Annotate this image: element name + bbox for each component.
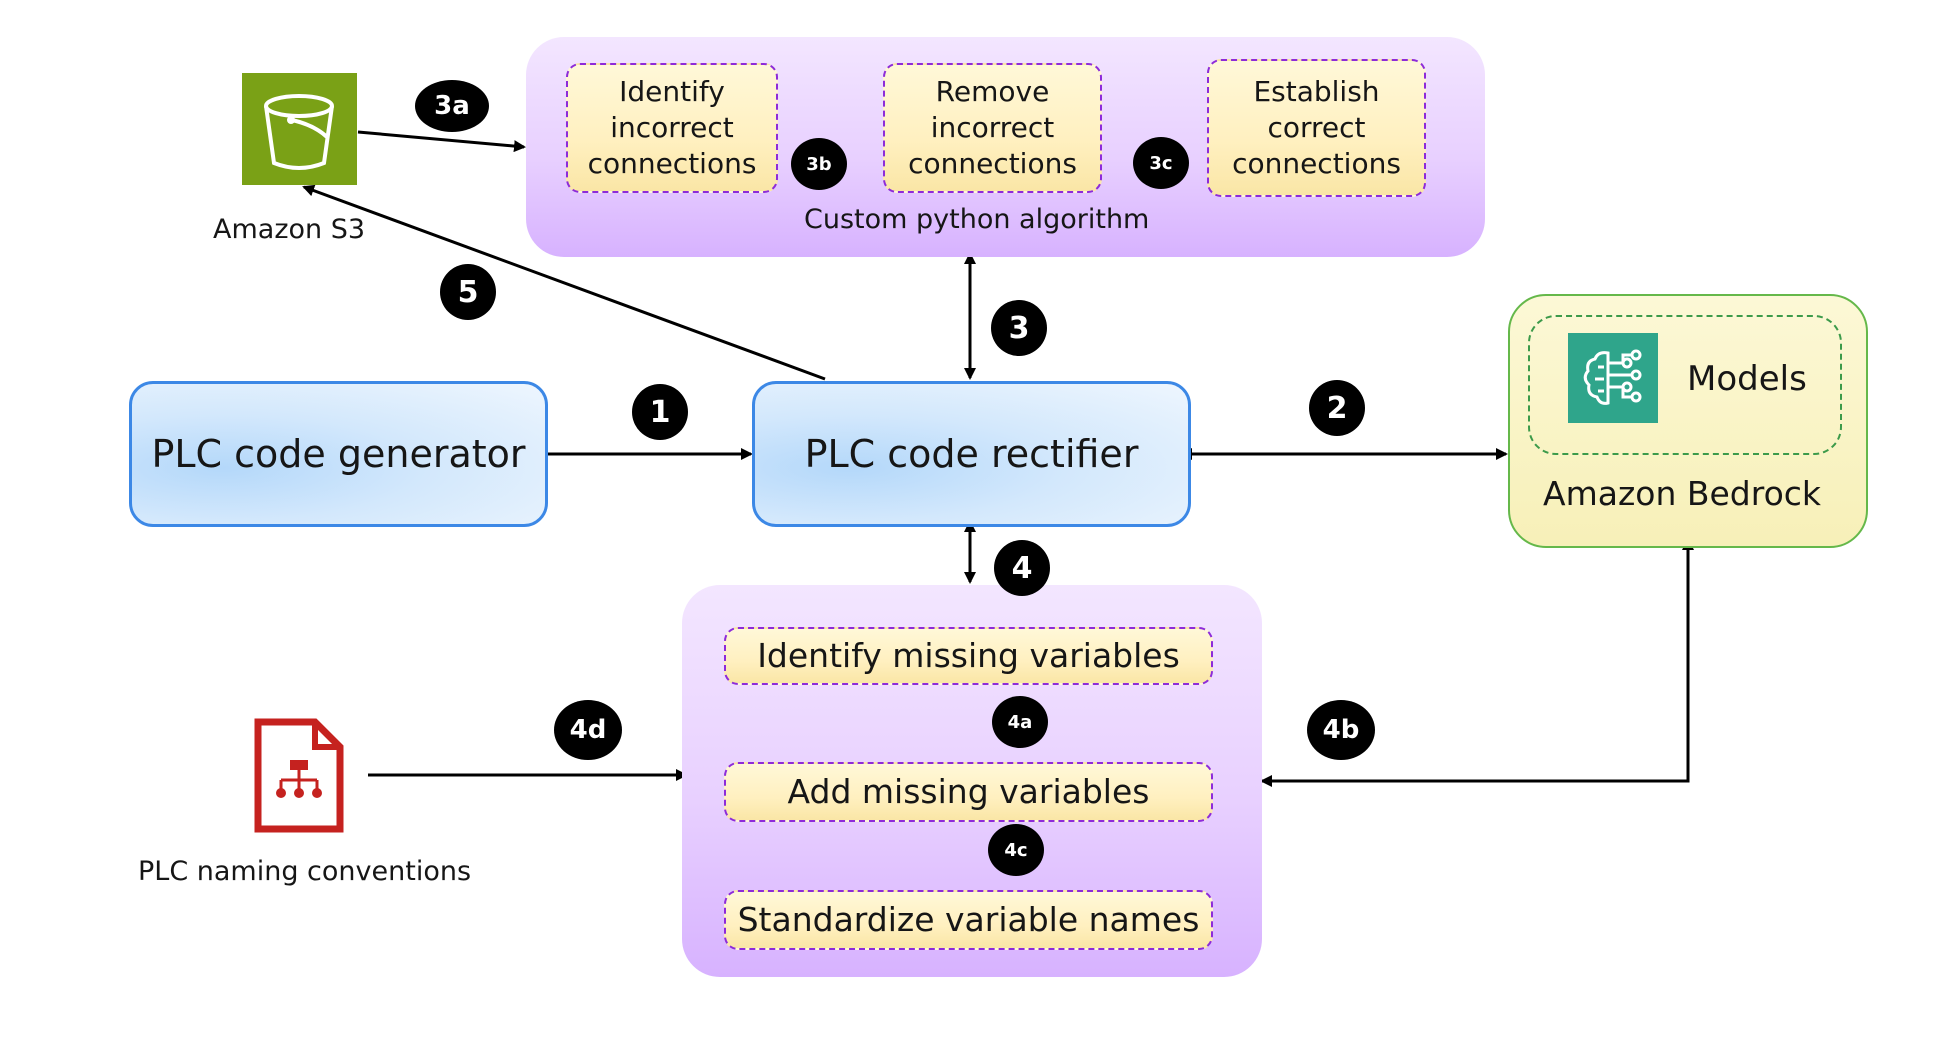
var-step-add: Add missing variables xyxy=(724,762,1213,822)
var-step-standardize: Standardize variable names xyxy=(724,890,1213,950)
var-step-identify: Identify missing variables xyxy=(724,627,1213,685)
plc-code-generator: PLC code generator xyxy=(129,381,548,527)
badge-3b: 3b xyxy=(791,138,847,190)
badge-2: 2 xyxy=(1309,380,1365,436)
algorithm-caption: Custom python algorithm xyxy=(804,204,1150,235)
badge-4b: 4b xyxy=(1307,700,1375,760)
arrow-3a xyxy=(357,130,526,153)
algo-step-establish: Establish correct connections xyxy=(1207,59,1426,197)
amazon-bedrock-label: Amazon Bedrock xyxy=(1543,474,1822,513)
algo-step-identify: Identify incorrect connections xyxy=(566,63,778,193)
arrow-5 xyxy=(302,184,826,381)
badge-4a: 4a xyxy=(992,696,1048,748)
badge-3a: 3a xyxy=(415,80,489,132)
naming-document-icon xyxy=(253,717,345,834)
badge-1: 1 xyxy=(632,384,688,440)
bedrock-models-icon xyxy=(1568,333,1658,423)
badge-4c: 4c xyxy=(988,824,1044,876)
plc-code-rectifier: PLC code rectifier xyxy=(752,381,1191,527)
s3-bucket-icon xyxy=(242,73,357,185)
badge-4d: 4d xyxy=(554,700,622,760)
naming-label: PLC naming conventions xyxy=(138,856,472,887)
badge-5: 5 xyxy=(440,264,496,320)
badge-3c: 3c xyxy=(1133,137,1189,189)
models-group xyxy=(1528,315,1842,455)
badge-4: 4 xyxy=(994,540,1050,596)
arrow-4b xyxy=(1260,538,1694,787)
s3-label: Amazon S3 xyxy=(213,214,366,245)
models-label: Models xyxy=(1687,359,1807,399)
algo-step-remove: Remove incorrect connections xyxy=(883,63,1102,193)
badge-3: 3 xyxy=(991,300,1047,356)
